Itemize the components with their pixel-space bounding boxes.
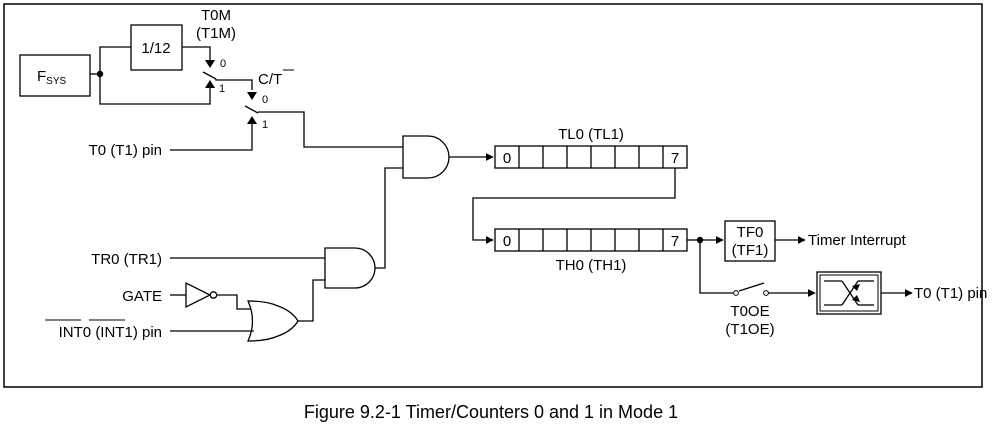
t0m-switch bbox=[202, 60, 253, 90]
t0-pin-input-label: T0 (T1) pin bbox=[89, 142, 162, 159]
ct-switch bbox=[170, 92, 403, 151]
th0-bit0: 0 bbox=[503, 233, 511, 250]
tl0-register bbox=[494, 145, 688, 169]
figure-caption: Figure 9.2-1 Timer/Counters 0 and 1 in M… bbox=[304, 402, 678, 422]
ct-pos-1: 1 bbox=[262, 119, 268, 131]
ct-label: C/T bbox=[258, 71, 282, 88]
enable-to-count-wire bbox=[375, 167, 403, 269]
t1oe-label: (T1OE) bbox=[725, 321, 774, 338]
toggle-output-box bbox=[816, 271, 882, 315]
t0m-label: T0M bbox=[201, 7, 231, 24]
overflow-wires bbox=[687, 236, 733, 294]
t1m-label: (T1M) bbox=[196, 25, 236, 42]
ct-pos-0: 0 bbox=[262, 94, 268, 106]
tl0-to-th0-wire bbox=[472, 168, 676, 244]
inverter-to-or-wire bbox=[217, 294, 256, 310]
int0-pin-label: INT0 (INT1) pin bbox=[59, 324, 162, 341]
fsys-label: FSYS bbox=[37, 68, 67, 87]
and-gate-count bbox=[402, 135, 450, 179]
t0oe-label: T0OE bbox=[730, 303, 769, 320]
tf0-label: TF0 bbox=[737, 224, 764, 241]
gate-inverter bbox=[185, 281, 212, 309]
t0m-pos-1: 1 bbox=[219, 83, 225, 95]
divider-box bbox=[130, 24, 183, 71]
fsys-box bbox=[19, 54, 91, 97]
divider-label: 1/12 bbox=[141, 40, 170, 57]
and-gate-enable bbox=[324, 247, 376, 289]
tl0-bit0: 0 bbox=[503, 150, 511, 167]
or-to-and-wire bbox=[298, 279, 325, 322]
or-gate bbox=[246, 300, 299, 342]
timer-interrupt-label: Timer Interrupt bbox=[808, 232, 907, 249]
gate-inverter-bubble bbox=[209, 291, 218, 299]
t0m-pos-0: 0 bbox=[220, 58, 226, 70]
tl0-bit7: 7 bbox=[671, 150, 679, 167]
th0-register bbox=[494, 228, 688, 252]
tf1-label: (TF1) bbox=[732, 242, 769, 259]
t0oe-switch bbox=[733, 282, 816, 297]
tl0-label: TL0 (TL1) bbox=[558, 126, 624, 143]
th0-label: TH0 (TH1) bbox=[556, 257, 627, 274]
diagram-frame bbox=[3, 3, 983, 388]
tr0-label: TR0 (TR1) bbox=[91, 251, 162, 268]
t0-pin-output-label: T0 (T1) pin bbox=[914, 285, 987, 302]
gate-label: GATE bbox=[122, 288, 162, 305]
th0-bit7: 7 bbox=[671, 233, 679, 250]
fsys-wires bbox=[90, 46, 211, 105]
tf0-box bbox=[724, 220, 776, 262]
